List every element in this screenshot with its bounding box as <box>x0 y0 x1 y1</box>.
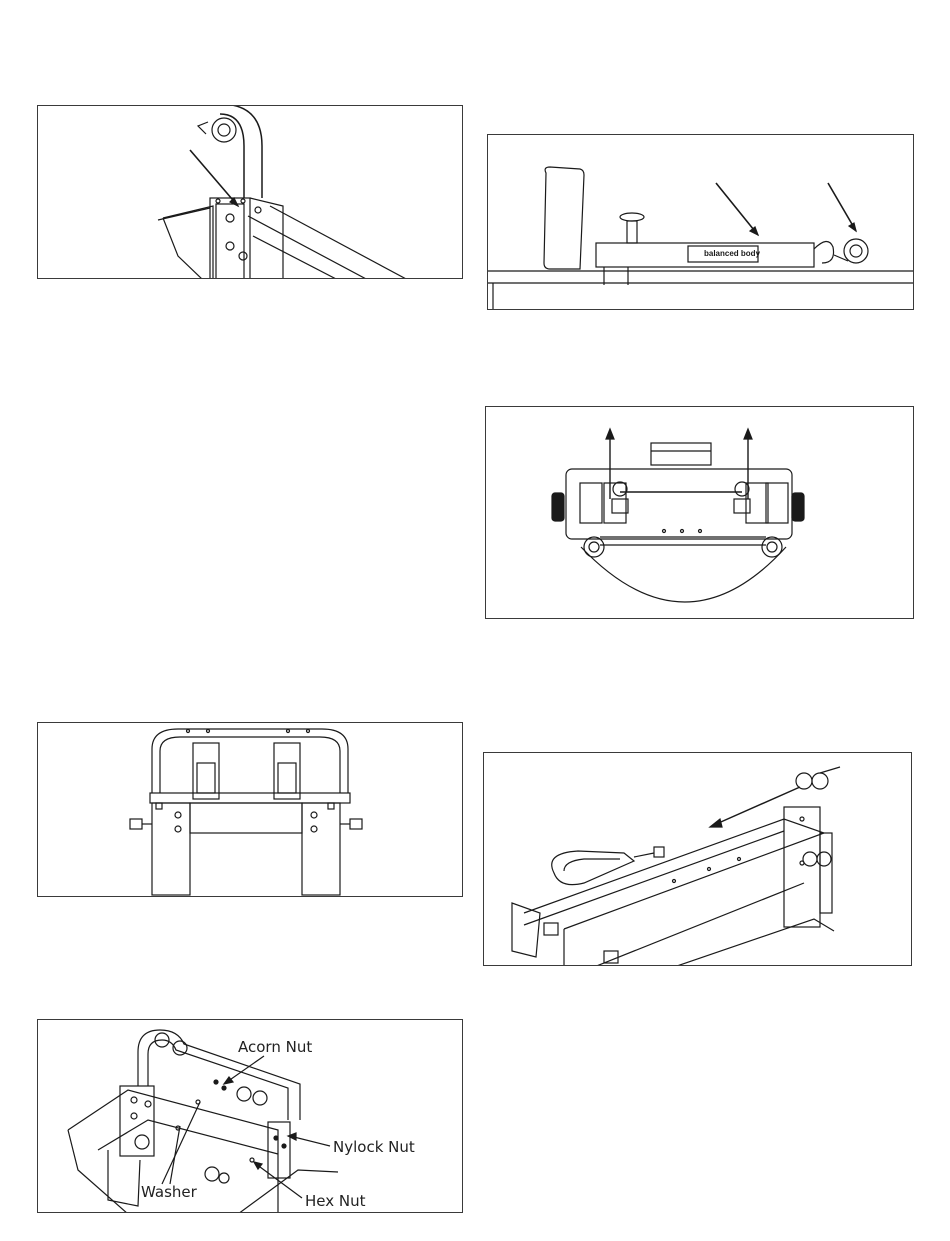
figure-rope-pulley <box>483 752 912 966</box>
figure-carriage-top <box>485 406 914 619</box>
frame-front-drawing <box>38 723 463 897</box>
footbar-side-drawing <box>488 135 914 310</box>
figure-handle-post <box>37 105 463 279</box>
label-acorn-nut: Acorn Nut <box>238 1038 312 1056</box>
handle-post-drawing <box>38 106 463 279</box>
label-nylock-nut: Nylock Nut <box>333 1138 415 1156</box>
figure-frame-front <box>37 722 463 897</box>
figure-hardware: Acorn Nut Nylock Nut Washer Hex Nut <box>37 1019 463 1213</box>
rope-pulley-drawing <box>484 753 912 966</box>
label-washer: Washer <box>141 1183 197 1201</box>
figure-footbar-side: balanced body <box>487 134 914 310</box>
label-hex-nut: Hex Nut <box>305 1192 366 1210</box>
brand-label: balanced body <box>704 249 760 258</box>
carriage-top-drawing <box>486 407 914 619</box>
